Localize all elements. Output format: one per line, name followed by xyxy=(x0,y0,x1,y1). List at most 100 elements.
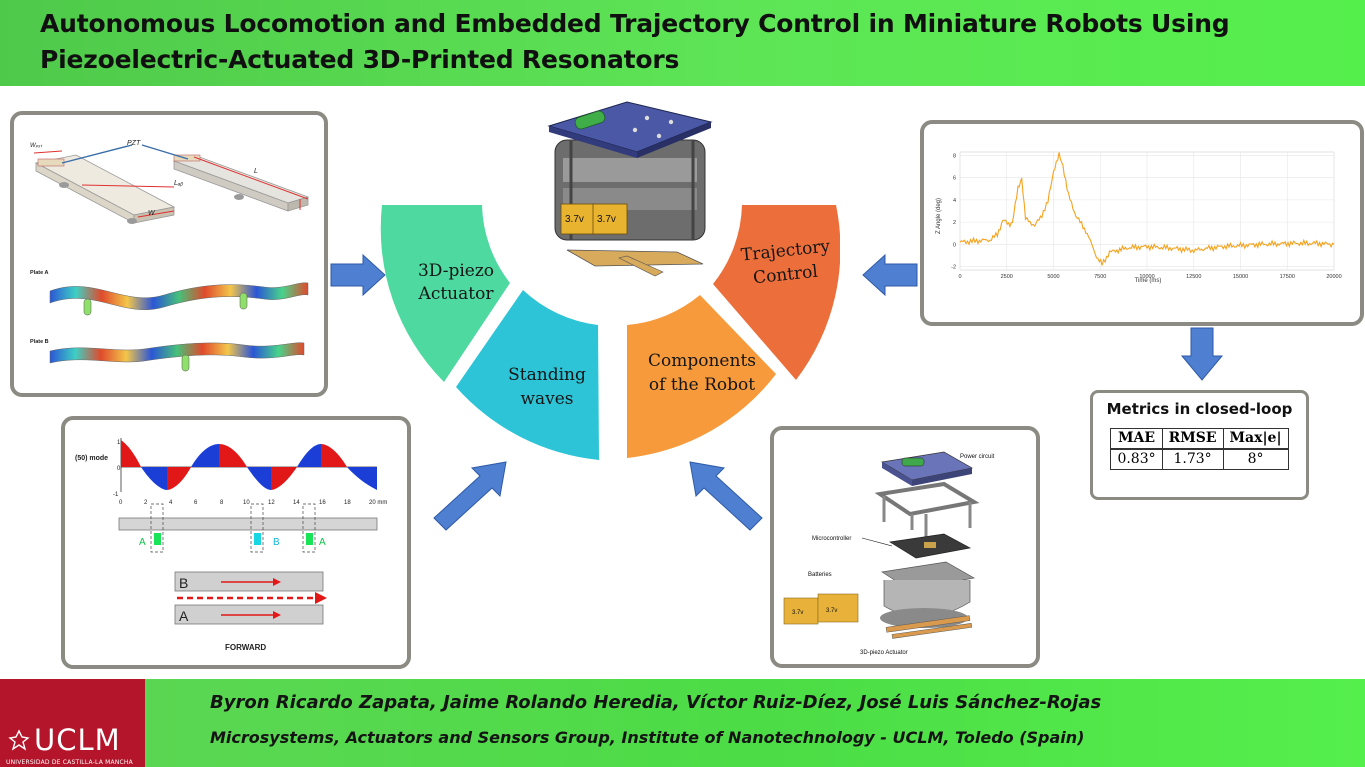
x-tick: 12 xyxy=(268,500,275,506)
wheel-segment-actuator xyxy=(380,205,510,382)
pzt-layer-1 xyxy=(37,158,65,167)
chart-x-tick: 12500 xyxy=(1186,274,1201,280)
metric-header-mae: MAE xyxy=(1110,428,1163,450)
x-tick: 0 xyxy=(119,500,123,506)
title-banner: Autonomous Locomotion and Embedded Traje… xyxy=(0,0,1365,86)
footer-banner: UCLM UNIVERSIDAD DE CASTILLA-LA MANCHA B… xyxy=(0,679,1365,767)
process-wheel: 3D-piezo Actuator Standing waves Compone… xyxy=(380,205,840,460)
wheel-label-waves-l1: Standing xyxy=(508,365,586,385)
x-tick: 6 xyxy=(194,500,198,506)
wheel-label-components-l2: of the Robot xyxy=(649,375,755,395)
robot-actuator-base xyxy=(566,249,704,267)
robot-battery-2-label: 3.7v xyxy=(597,214,616,225)
plate-a-mode-shape xyxy=(49,282,309,311)
chart-x-tick: 0 xyxy=(958,274,961,280)
plate-b-mode-shape xyxy=(49,342,305,364)
batteries-label: Batteries xyxy=(808,572,832,578)
y-tick-1: 1 xyxy=(117,440,121,446)
uclm-emblem-icon xyxy=(8,729,30,751)
robot-battery-2 xyxy=(592,203,628,235)
y-tick-neg1: -1 xyxy=(113,492,119,498)
chart-x-tick: 20000 xyxy=(1326,274,1341,280)
chart-y-tick: -2 xyxy=(951,265,956,271)
metric-value-mae: 0.83° xyxy=(1110,449,1163,470)
plate-b-label: Plate B xyxy=(30,339,49,345)
metrics-panel: Metrics in closed-loop MAE RMSE Max|e| 0… xyxy=(1090,390,1309,500)
standing-wave-diagram: (50) mode 1 0 -1 0 2 4 6 8 10 12 14 16 1… xyxy=(75,438,387,652)
mode-label: (50) mode xyxy=(75,455,108,462)
direction-bar-b-label: B xyxy=(179,575,188,591)
battery-2 xyxy=(817,593,859,623)
standing-waves-panel: (50) mode 1 0 -1 0 2 4 6 8 10 12 14 16 1… xyxy=(61,416,411,669)
x-tick: 8 xyxy=(220,500,224,506)
wpzt-label: Wₚₓₜ xyxy=(30,143,43,149)
battery-1 xyxy=(783,597,819,625)
wheel-segment-components xyxy=(627,295,776,458)
pzt-label: PZT xyxy=(127,140,141,147)
chart-x-tick: 2500 xyxy=(1001,274,1013,280)
arrow-left-icon xyxy=(862,253,918,297)
x-tick: 4 xyxy=(169,500,173,506)
beam-bar xyxy=(118,517,378,531)
wheel-label-components-l1: Components xyxy=(648,351,756,371)
wheel-label-waves-l2: waves xyxy=(520,389,573,409)
metric-header-max: Max|e| xyxy=(1222,428,1289,450)
arrow-up-right-icon xyxy=(433,461,507,531)
title-line-2: Piezoelectric-Actuated 3D-Printed Resona… xyxy=(40,45,680,74)
direction-bar-a-label: A xyxy=(179,608,189,624)
arrow-down-icon xyxy=(1180,327,1224,381)
chart-y-tick: 0 xyxy=(953,242,956,248)
chart-ylabel: Z Angle (deg) xyxy=(936,198,942,234)
chart-x-tick: 17500 xyxy=(1280,274,1295,280)
uclm-logo: UCLM UNIVERSIDAD DE CASTILLA-LA MANCHA xyxy=(0,679,145,767)
x-tick: 2 xyxy=(144,500,148,506)
x-tick: 20 mm xyxy=(369,500,387,506)
z-angle-series-line xyxy=(959,152,1335,266)
lab-label: Lₐᵦ xyxy=(174,180,183,187)
title-line-1: Autonomous Locomotion and Embedded Traje… xyxy=(40,9,1230,38)
microcontroller-label: Microcontroller xyxy=(812,536,851,542)
authors-line: Byron Ricardo Zapata, Jaime Rolando Here… xyxy=(210,692,1102,713)
x-tick: 18 xyxy=(344,500,351,506)
chart-y-tick: 2 xyxy=(953,220,956,226)
power-circuit-label: Power circuit xyxy=(960,454,995,460)
chart-y-tick: 8 xyxy=(953,153,956,159)
robot-battery-1-label: 3.7v xyxy=(565,214,584,225)
wheel-label-actuator-l2: Actuator xyxy=(418,284,495,304)
metric-header-rmse: RMSE xyxy=(1161,428,1224,450)
actuator-illustration: PZT L Lₐᵦ W Wₚₓₜ Plate A Plate B xyxy=(30,140,310,372)
length-label: L xyxy=(254,168,258,175)
arrow-up-left-icon xyxy=(689,461,763,531)
x-tick: 16 xyxy=(319,500,326,506)
metrics-table: MAE RMSE Max|e| 0.83° 1.73° 8° xyxy=(1110,428,1289,470)
exploded-robot-diagram: Power circuit Microcontroller 3D-piezo A… xyxy=(783,451,995,656)
leg-a-label-2: A xyxy=(319,537,326,548)
metric-value-max: 8° xyxy=(1222,449,1289,470)
actuator-geometry-panel: PZT L Lₐᵦ W Wₚₓₜ Plate A Plate B xyxy=(10,111,328,397)
plate-a-label: Plate A xyxy=(30,270,48,276)
leg-a-label-1: A xyxy=(139,537,146,548)
uclm-logo-text: UCLM xyxy=(34,723,121,757)
uclm-logo-subtitle: UNIVERSIDAD DE CASTILLA-LA MANCHA xyxy=(6,759,133,766)
robot-render: 3.7v 3.7v xyxy=(535,100,725,283)
wheel-label-actuator-l1: 3D-piezo xyxy=(418,261,494,281)
chart-x-tick: 5000 xyxy=(1047,274,1059,280)
chart-x-tick: 10000 xyxy=(1139,274,1154,280)
y-tick-0: 0 xyxy=(117,466,121,472)
width-label: W xyxy=(148,210,156,217)
chart-xlabel: Time (ms) xyxy=(1135,278,1162,284)
robot-battery-1 xyxy=(560,203,596,235)
arrow-right-icon xyxy=(330,253,386,297)
battery-1-label: 3.7v xyxy=(792,610,803,616)
chart-y-tick: 6 xyxy=(953,176,956,182)
wheel-segment-standing-waves xyxy=(456,290,599,460)
metric-value-rmse: 1.73° xyxy=(1161,449,1224,470)
x-tick: 10 xyxy=(243,500,250,506)
metrics-title: Metrics in closed-loop xyxy=(1106,400,1293,418)
x-tick: 14 xyxy=(293,500,300,506)
robot-components-panel: Power circuit Microcontroller 3D-piezo A… xyxy=(770,426,1040,668)
affiliation-line: Microsystems, Actuators and Sensors Grou… xyxy=(210,728,1085,747)
chart-x-tick: 15000 xyxy=(1233,274,1248,280)
